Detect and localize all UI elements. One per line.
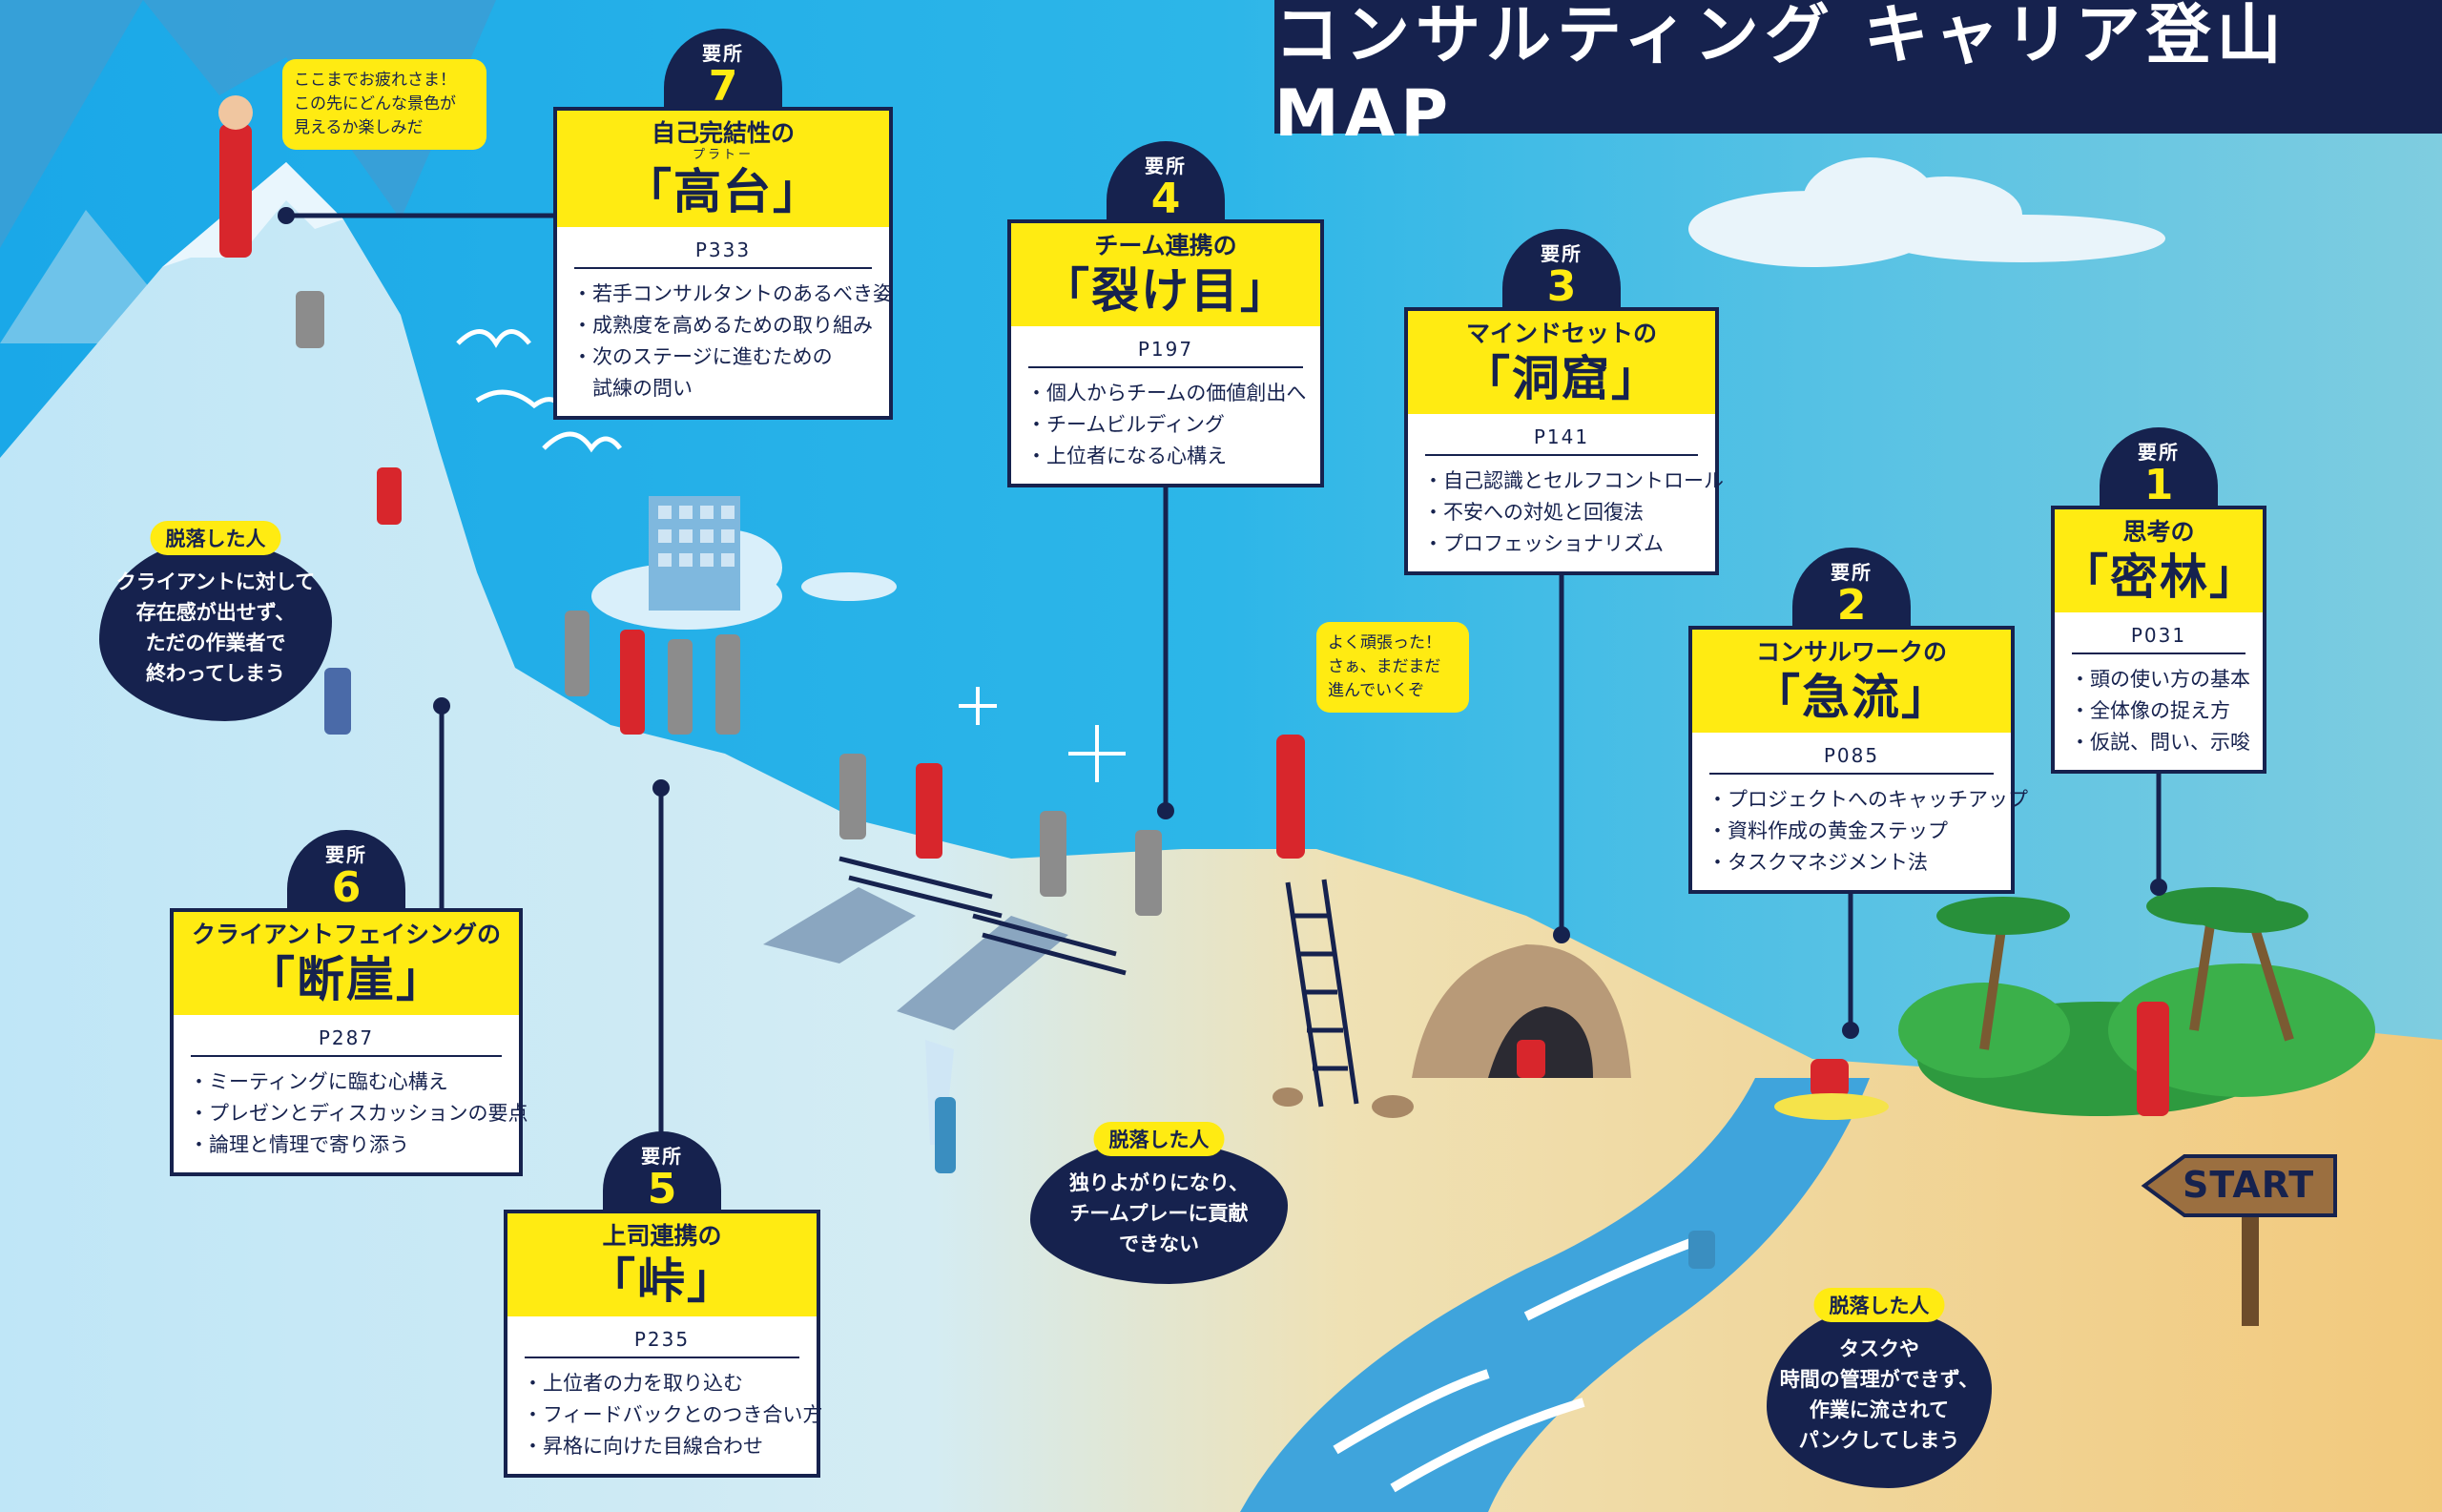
page-title: コンサルティング キャリア登山MAP <box>1274 0 2442 152</box>
jungle <box>1898 887 2375 1116</box>
stage-1-tab: 要所 1 <box>2100 427 2218 517</box>
climbers <box>218 95 2169 1269</box>
stage-6-item: 論理と情理で寄り添う <box>189 1129 504 1161</box>
stage-3-subtitle: マインドセットの <box>1465 320 1657 347</box>
stage-7-name: 「高台」 <box>624 164 822 219</box>
river <box>1240 1078 1870 1512</box>
start-sign-label: START <box>2183 1164 2315 1206</box>
stage-3-tab: 要所 3 <box>1502 229 1621 319</box>
stage-2-subtitle: コンサルワークの <box>1755 638 1947 666</box>
stage-3-item: 不安への対処と回復法 <box>1423 497 1700 528</box>
stage-6-page: P287 <box>191 1015 502 1057</box>
speech-bubble-cliff: よく頑張った！ さぁ、まだまだ 進んでいくぞ <box>1316 622 1469 713</box>
stage-3-name: 「洞窟」 <box>1462 351 1661 406</box>
speech-bubble-summit: ここまでお疲れさま！ この先にどんな景色が 見えるか楽しみだ <box>282 59 486 150</box>
stage-5-page: P235 <box>525 1316 799 1358</box>
stage-3-item: プロフェッショナリズム <box>1423 528 1700 560</box>
stage-7-tab: 要所 7 <box>664 29 782 118</box>
cloud-right <box>1688 157 2165 267</box>
stage-5-item: 上位者の力を取り込む <box>523 1368 801 1399</box>
stage-4-item: 上位者になる心構え <box>1026 441 1305 472</box>
snowflakes <box>959 687 1126 782</box>
building <box>649 496 740 611</box>
mountain-snow <box>162 162 343 267</box>
stage-2-page: P085 <box>1709 733 1994 775</box>
stage-4-tab: 要所 4 <box>1107 141 1225 231</box>
connector-dots <box>278 207 2167 1039</box>
stage-2-item: タスクマネジメント法 <box>1707 847 1996 879</box>
ladder-crevasse <box>838 856 1127 976</box>
stage-6-name: 「断崖」 <box>247 952 445 1007</box>
stage-7-item: 若手コンサルタントのあるべき姿 <box>572 279 893 310</box>
stage-6-tab: 要所 6 <box>287 830 405 920</box>
dropout-bubble-2: 脱落した人 タスクや 時間の管理ができず、 作業に流されて パンクしてしまう <box>1767 1288 1992 1488</box>
stage-2-name: 「急流」 <box>1752 670 1951 725</box>
stage-6-item: プレゼンとディスカッションの要点 <box>189 1098 528 1129</box>
stage-5-item: フィードバックとのつき合い方 <box>523 1399 822 1431</box>
stage-7-ruby: プラトー <box>692 148 754 162</box>
start-signpost <box>2141 1154 2337 1326</box>
start-sign: START <box>2144 1156 2335 1215</box>
stage-4-page: P197 <box>1028 326 1303 368</box>
stage-1-page: P031 <box>2072 612 2245 654</box>
stage-1-item: 全体像の捉え方 <box>2070 695 2247 727</box>
stage-4-item: チームビルディング <box>1026 409 1305 441</box>
ladder-cliff <box>1285 879 1359 1108</box>
dropout-bubble-4: 脱落した人 独りよがりになり、 チームプレーに貢献 できない <box>1030 1122 1288 1284</box>
dropout-bubble-6: 脱落した人 クライアントに対して 存在感が出せず、 ただの作業者で 終わってしま… <box>99 521 332 721</box>
stage-7-page: P333 <box>574 227 872 269</box>
stage-2-tab: 要所 2 <box>1792 548 1911 637</box>
stage-5-subtitle: 上司連携の <box>602 1222 722 1250</box>
stage-7-subtitle: 自己完結性の <box>651 119 795 147</box>
stage-4-subtitle: チーム連携の <box>1094 232 1237 259</box>
stage-6-item: ミーティングに臨む心構え <box>189 1067 504 1098</box>
stage-5-name: 「峠」 <box>588 1253 736 1309</box>
stage-6-subtitle: クライアントフェイシングの <box>191 921 501 948</box>
stage-2-item: 資料作成の黄金ステップ <box>1707 816 1996 847</box>
stage-4-item: 個人からチームの価値創出へ <box>1026 378 1306 409</box>
stage-7-item: 成熟度を高めるための取り組み <box>572 310 874 342</box>
stage-1-name: 「密林」 <box>2060 549 2259 605</box>
stage-7-item: 次のステージに進むための <box>572 342 874 373</box>
stage-2-item: プロジェクトへのキャッチアップ <box>1707 784 2028 816</box>
stage-5-item: 昇格に向けた目線合わせ <box>523 1431 801 1462</box>
river-foam <box>1333 1235 1700 1493</box>
stage-1-subtitle: 思考の <box>2122 518 2195 546</box>
stage-1-item: 頭の使い方の基本 <box>2070 664 2250 695</box>
stage-5-tab: 要所 5 <box>603 1131 721 1221</box>
stage-3-item: 自己認識とセルフコントロール <box>1423 466 1724 497</box>
stage-7-item: 試練の問い <box>592 377 693 400</box>
stage-3-page: P141 <box>1425 414 1698 456</box>
stage-4-name: 「裂け目」 <box>1042 263 1290 319</box>
stage-1-item: 仮説、問い、示唆 <box>2070 727 2250 758</box>
